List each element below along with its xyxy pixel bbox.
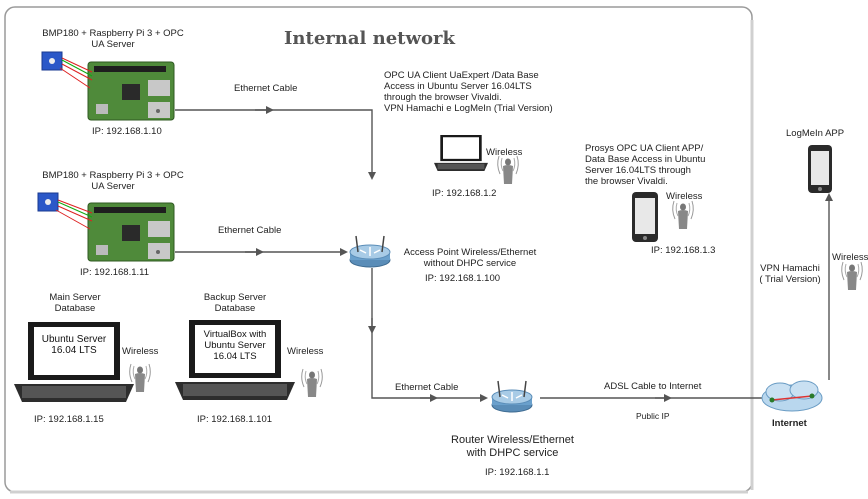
access-point-ip: IP: 192.168.1.100 — [425, 273, 501, 284]
backup-server-screen-line2: Ubuntu Server — [204, 340, 266, 351]
client-desc-line2: Access in Ubuntu Server 16.04LTS — [384, 81, 532, 92]
phone-desc-line3: Server 16.04LTS through — [585, 165, 691, 176]
client-desc-line3: through the browser Vivaldi. — [384, 92, 502, 103]
pi1-cable-line — [175, 109, 376, 180]
ap-router-line — [371, 268, 488, 402]
pi1-heading-line1: BMP180 + Raspberry Pi 3 + OPC — [42, 28, 184, 39]
main-server-wireless-label: Wireless — [122, 346, 159, 357]
phone-desc-line4: the browser Vivaldi. — [585, 176, 668, 187]
raspberry-pi-1-icon — [41, 51, 175, 121]
pi1-ip: IP: 192.168.1.10 — [92, 126, 162, 137]
main-server-heading-line2: Database — [54, 303, 96, 314]
vpn-line2: ( Trial Version) — [759, 274, 821, 285]
logmein-wireless-label: Wireless — [832, 252, 868, 263]
phone-wireless-label: Wireless — [666, 191, 703, 202]
vpn-line1: VPN Hamachi — [760, 263, 820, 274]
main-server-screen: Ubuntu Server 16.04 LTS — [34, 334, 114, 356]
adsl-cable-label: ADSL Cable to Internet — [604, 381, 702, 392]
router-label-line2: with DHPC service — [466, 447, 559, 459]
backup-server-screen: VirtualBox with Ubuntu Server 16.04 LTS — [195, 329, 275, 362]
diagram-title: Internal network — [284, 28, 455, 49]
backup-server-screen-line1: VirtualBox with — [203, 329, 267, 340]
connection-lines — [175, 106, 833, 402]
backup-server-heading-line2: Database — [214, 303, 256, 314]
phone-icon — [632, 192, 658, 242]
backup-server-screen-line3: 16.04 LTS — [213, 351, 257, 362]
pi1-heading: BMP180 + Raspberry Pi 3 + OPC UA Server — [28, 28, 198, 50]
client-desc-line1: OPC UA Client UaExpert /Data Base — [384, 70, 539, 81]
pi2-heading-line2: UA Server — [91, 181, 135, 192]
pi2-ip: IP: 192.168.1.11 — [80, 267, 150, 278]
logmein-label: LogMeIn APP — [786, 128, 845, 139]
public-ip-label: Public IP — [636, 411, 670, 421]
ap-label-line1: Access Point Wireless/Ethernet — [403, 247, 537, 258]
client-description: OPC UA Client UaExpert /Data Base Access… — [384, 70, 553, 114]
logmein-wireless-icon — [841, 261, 863, 291]
access-point-label: Access Point Wireless/Ethernet without D… — [385, 247, 555, 269]
backup-server-ip: IP: 192.168.1.101 — [197, 414, 273, 425]
router-ip: IP: 192.168.1.1 — [485, 467, 550, 478]
main-server-screen-line2: 16.04 LTS — [51, 345, 97, 356]
ethernet-cable-label-1: Ethernet Cable — [234, 83, 298, 94]
vpn-hamachi-label: VPN Hamachi ( Trial Version) — [750, 263, 830, 285]
phone-ip: IP: 192.168.1.3 — [651, 245, 716, 256]
pi1-heading-line2: UA Server — [91, 39, 135, 50]
client-ip: IP: 192.168.1.2 — [432, 188, 497, 199]
client-wireless-label: Wireless — [486, 147, 523, 158]
client-desc-line4: VPN Hamachi e LogMeIn (Trial Version) — [384, 103, 553, 114]
raspberry-pi-2-icon — [37, 192, 175, 262]
router-label: Router Wireless/Ethernet with DHPC servi… — [430, 434, 595, 460]
ethernet-cable-label-3: Ethernet Cable — [395, 382, 459, 393]
phone-description: Prosys OPC UA Client APP/ Data Base Acce… — [585, 143, 705, 187]
backup-server-heading-line1: Backup Server — [203, 292, 267, 303]
main-server-ip: IP: 192.168.1.15 — [34, 414, 104, 425]
main-server-screen-line1: Ubuntu Server — [41, 334, 107, 345]
backup-server-heading: Backup Server Database — [180, 292, 290, 314]
pi2-heading: BMP180 + Raspberry Pi 3 + OPC UA Server — [28, 170, 198, 192]
internet-cloud-icon — [761, 380, 823, 412]
internet-label: Internet — [772, 418, 807, 429]
ap-label-line2: without DHPC service — [423, 258, 517, 269]
ethernet-cable-label-2: Ethernet Cable — [218, 225, 282, 236]
client-laptop-icon — [434, 135, 488, 171]
pi2-heading-line1: BMP180 + Raspberry Pi 3 + OPC — [42, 170, 184, 181]
phone-desc-line2: Data Base Access in Ubuntu — [585, 154, 706, 165]
router-label-line1: Router Wireless/Ethernet — [451, 434, 574, 446]
phone-desc-line1: Prosys OPC UA Client APP/ — [585, 143, 704, 154]
backup-server-wireless-label: Wireless — [287, 346, 324, 357]
main-server-heading: Main Server Database — [20, 292, 130, 314]
logmein-phone-icon — [808, 145, 832, 193]
main-server-heading-line1: Main Server — [49, 292, 101, 303]
